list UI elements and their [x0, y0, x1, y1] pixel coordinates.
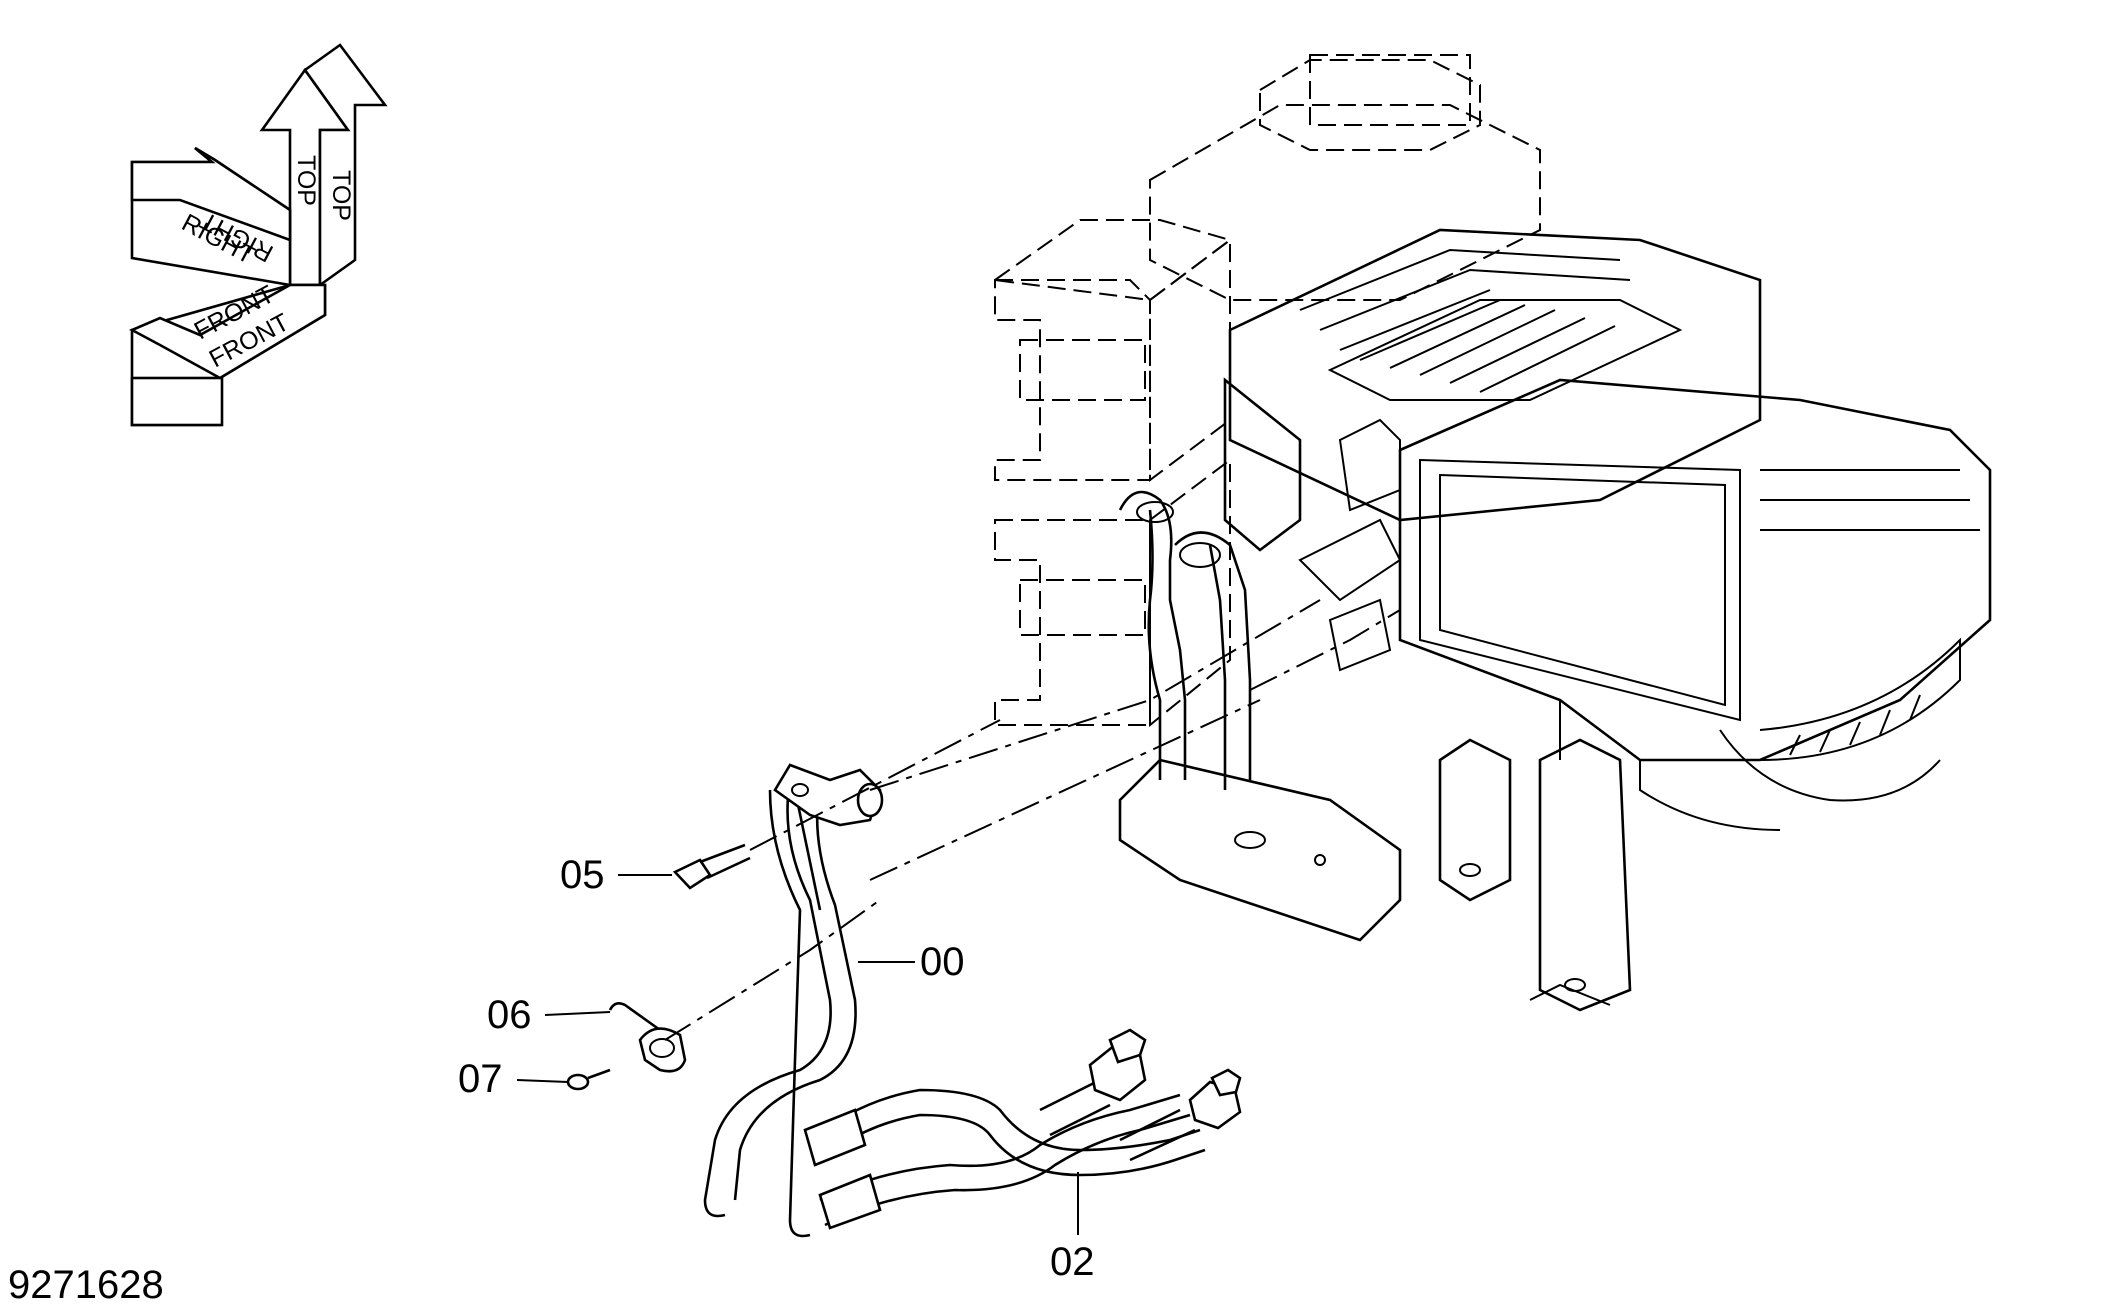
- top-label-1: TOP: [292, 155, 320, 206]
- callout-label: 05: [560, 853, 605, 897]
- callouts: 05 00 06 07 02: [458, 853, 1095, 1284]
- callout-label: 07: [458, 1057, 503, 1101]
- callout-label: 00: [920, 940, 965, 984]
- assembly-lines: [664, 599, 1401, 1041]
- orientation-indicator: TOP TOP RIGHT RIGHT FRONT FRONT: [129, 43, 388, 427]
- screw-07: [566, 1068, 611, 1091]
- bolt-05: [672, 843, 751, 890]
- callout-label: 06: [487, 993, 532, 1037]
- clip-06: [608, 1002, 687, 1073]
- top-label-2: TOP: [327, 170, 355, 221]
- hvac-unit-drawing: [992, 54, 1992, 1012]
- callout-label: 02: [1050, 1240, 1095, 1284]
- pipe-assembly: [703, 763, 1242, 1238]
- drawing-number: 9271628: [8, 1263, 164, 1307]
